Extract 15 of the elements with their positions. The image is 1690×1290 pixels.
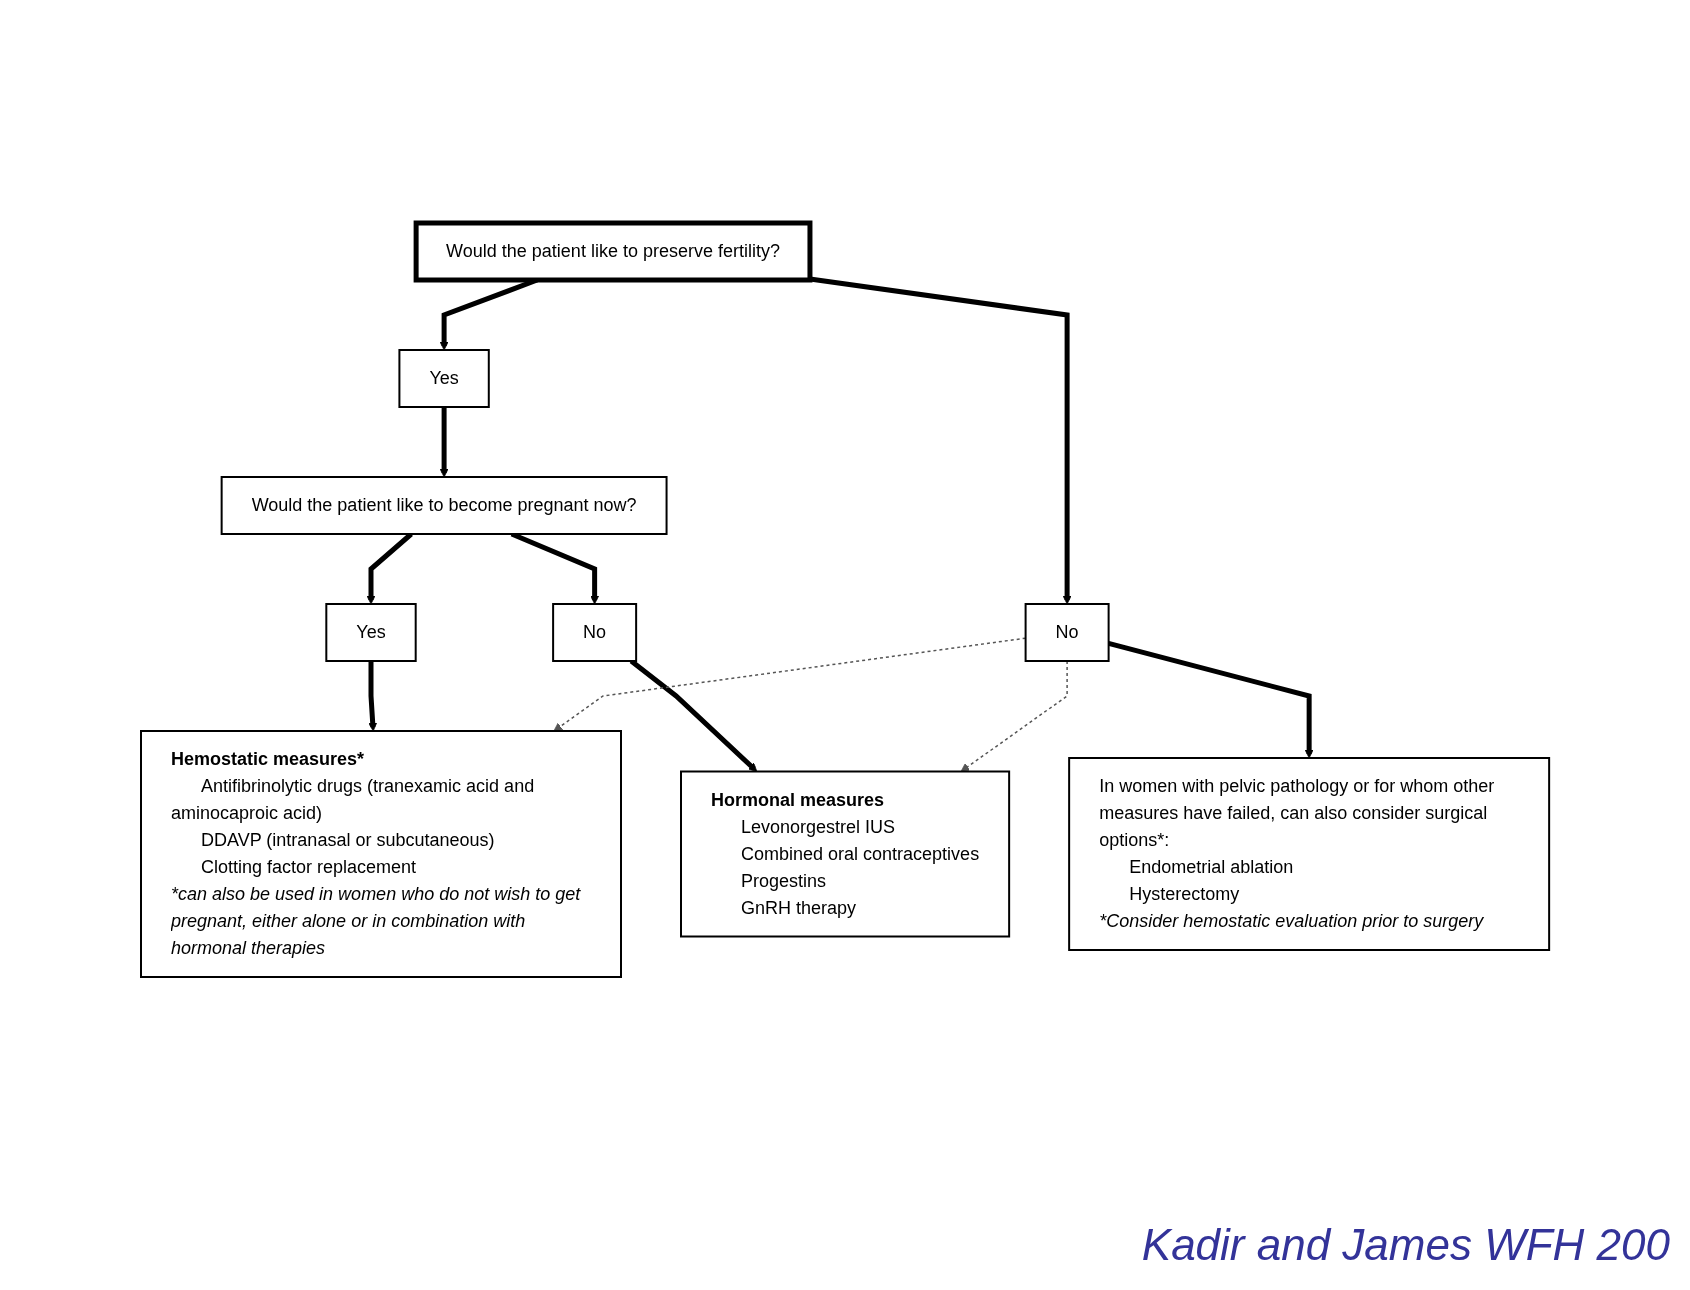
node-box: No bbox=[552, 603, 638, 662]
node-box: No bbox=[1024, 603, 1110, 662]
node-box: In women with pelvic pathology or for whom other measures have failed, can also consider surgical options*: Endometrial ablation Hysterectomy *Consider hemostatic evaluation prior to surgery bbox=[1068, 757, 1551, 951]
citation-text: Kadir and James WFH 200 bbox=[1141, 1220, 1670, 1270]
arrow bbox=[960, 660, 1068, 772]
node-box: Yes bbox=[398, 349, 490, 408]
node-box: Would the patient like to become pregnant now? bbox=[220, 476, 668, 535]
arrow bbox=[368, 661, 377, 732]
node-box: Hormonal measures Levonorgestrel IUS Combined oral contraceptives Progestins GnRH therapy bbox=[679, 770, 1011, 938]
arrow bbox=[629, 659, 758, 772]
node-box: Would the patient like to preserve fertility? bbox=[413, 220, 813, 283]
node-box: Yes bbox=[325, 603, 417, 662]
node-box: Hemostatic measures* Antifibrinolytic drugs (tranexamic acid and aminocaproic acid) DDAVP (intranasal or subcutaneous) Clotting factor replacement *can also be used in women who do not wish to get pregnant, either alone or in combination with hormonal therapies bbox=[139, 730, 622, 978]
arrow bbox=[809, 276, 1072, 605]
arrow bbox=[439, 407, 449, 478]
